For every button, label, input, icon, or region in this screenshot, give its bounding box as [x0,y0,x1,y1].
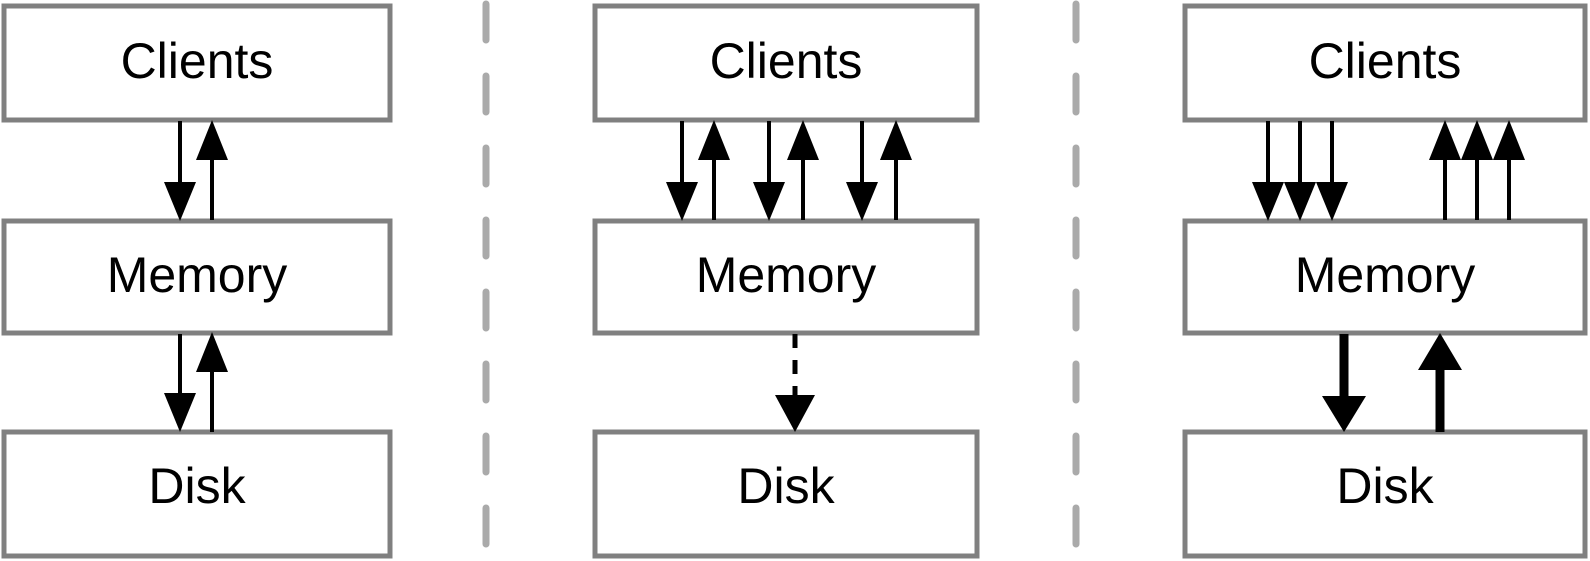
panel-right-arrow-memory-to-clients-1 [1429,120,1461,220]
panel-right-arrow-memory-to-clients-2 [1461,120,1493,220]
panel-middle-disk-box [592,429,980,559]
panel-left-arrow-disk-to-memory [196,332,228,432]
panel-right-memory-label: Memory [1295,247,1476,303]
panel-right: Clients Memory Disk [1182,3,1588,559]
arrowhead-down-icon [753,182,785,221]
panel-right-clients-label: Clients [1309,33,1462,89]
arrowhead-up-icon [787,120,819,160]
arrowhead-down-icon [1316,182,1348,221]
panel-right-arrow-memory-to-disk-thick [1322,334,1366,432]
arrowhead-down-icon [846,182,878,221]
panel-middle-arrow-memory-to-disk-dashed [775,334,815,432]
panel-left: Clients Memory Disk [1,3,393,559]
panel-middle-memory-label: Memory [696,247,877,303]
arrowhead-down-icon [775,395,815,432]
panel-middle-disk-label: Disk [737,458,835,514]
panel-middle-memory-box [592,218,980,336]
panel-right-memory-box [1182,218,1588,336]
panel-middle-clients-box [592,3,980,123]
arrowhead-up-icon [196,120,228,160]
arrowhead-up-icon [880,120,912,160]
panel-middle-arrow-clients-to-memory-1 [666,121,698,221]
arrowhead-down-icon [1284,182,1316,221]
panel-left-clients-label: Clients [121,33,274,89]
panel-right-disk-label: Disk [1336,458,1434,514]
panel-left-arrow-memory-to-disk [164,334,196,432]
arrowhead-down-icon [1252,182,1284,221]
arrowhead-down-icon [164,182,196,221]
panel-middle-arrow-clients-to-memory-2 [753,121,785,221]
panel-right-arrow-disk-to-memory-thick [1418,333,1462,432]
panel-left-disk-label: Disk [148,458,246,514]
panel-middle-clients-label: Clients [710,33,863,89]
arrowhead-up-icon [1418,333,1462,370]
arrowhead-up-icon [196,332,228,372]
arrowhead-down-icon [1322,396,1366,432]
panel-middle-arrow-memory-to-clients-3 [880,120,912,220]
panel-right-arrow-clients-to-memory-2 [1284,121,1316,221]
panel-middle-arrow-memory-to-clients-2 [787,120,819,220]
arrowhead-down-icon [164,393,196,432]
panel-left-memory-box [1,218,393,336]
arrowhead-up-icon [1461,120,1493,160]
panel-right-arrow-clients-to-memory-3 [1316,121,1348,221]
panel-left-clients-box [1,3,393,123]
panel-right-arrow-memory-to-clients-3 [1493,120,1525,220]
panel-right-disk-box [1182,429,1588,559]
panel-left-disk-box [1,429,393,559]
panel-left-arrow-memory-to-clients [196,120,228,220]
panel-middle: Clients Memory Disk [592,3,980,559]
arrowhead-up-icon [1493,120,1525,160]
panel-right-clients-box [1182,3,1588,123]
panel-middle-arrow-clients-to-memory-3 [846,121,878,221]
arrowhead-down-icon [666,182,698,221]
panel-left-arrow-clients-to-memory [164,121,196,221]
panel-middle-arrow-memory-to-clients-1 [698,120,730,220]
panel-right-arrow-clients-to-memory-1 [1252,121,1284,221]
arrowhead-up-icon [1429,120,1461,160]
panel-left-memory-label: Memory [107,247,288,303]
arrowhead-up-icon [698,120,730,160]
